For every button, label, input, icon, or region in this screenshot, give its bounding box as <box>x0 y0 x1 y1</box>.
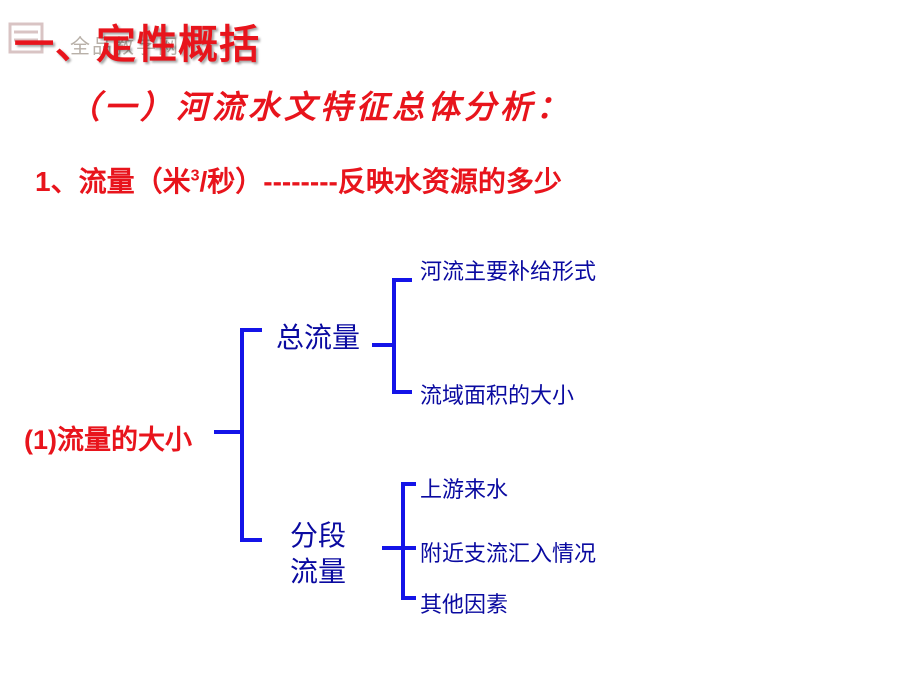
leaf-basin-area: 流域面积的大小 <box>420 383 575 408</box>
leaf-recharge-type: 河流主要补给形式 <box>420 259 597 284</box>
branch-segment-flow-line1: 分段 <box>290 520 347 551</box>
leaf-upstream-inflow: 上游来水 <box>420 477 509 502</box>
slide-title: 一、定性概括 <box>14 22 260 68</box>
point-1-superscript: 3 <box>190 167 200 185</box>
section-subtitle: （一）河流水文特征总体分析： <box>68 88 573 126</box>
tree-root-label: (1)流量的大小 <box>24 425 192 455</box>
watermark-text: 全品教学网 <box>70 34 180 58</box>
branch-total-flow-label: 总流量 <box>276 322 361 353</box>
point-1-heading: 1、流量（米3/秒）--------反映水资源的多少 <box>35 160 562 200</box>
point-1-prefix: 1、流量（米 <box>35 166 191 197</box>
point-1-suffix: /秒）--------反映水资源的多少 <box>199 166 562 197</box>
leaf-other-factors: 其他因素 <box>420 592 509 617</box>
watermark-logo-icon <box>8 22 44 54</box>
branch2-bracket <box>401 482 416 600</box>
branch1-bracket <box>392 278 412 394</box>
branch-segment-flow-line2: 流量 <box>290 556 347 587</box>
level1-bracket <box>240 328 262 542</box>
leaf-tributary-inflow: 附近支流汇入情况 <box>420 541 597 566</box>
